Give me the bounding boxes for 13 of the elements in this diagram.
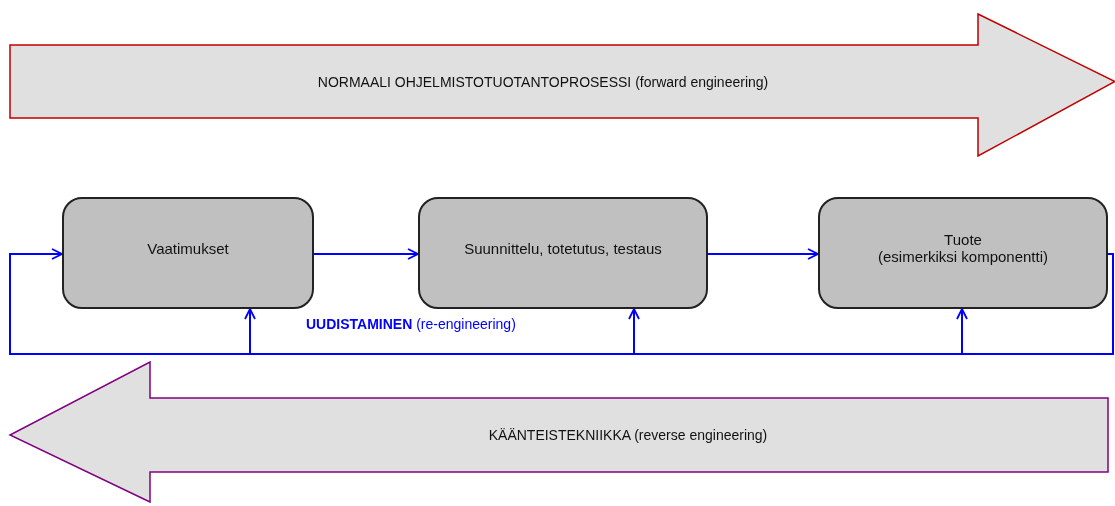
box-text: Tuote bbox=[944, 231, 982, 248]
process-box bbox=[62, 197, 314, 309]
process-box bbox=[418, 197, 708, 309]
arrow bbox=[707, 248, 819, 260]
box-text: Vaatimukset bbox=[147, 239, 229, 257]
box-text: Suunnittelu, totetutus, testaus bbox=[464, 239, 662, 257]
process-box bbox=[818, 197, 1108, 309]
arrow bbox=[313, 248, 419, 260]
arrow-label: KÄÄNTEISTEKNIIKKA (reverse engineering) bbox=[488, 427, 768, 443]
arrow-label: NORMAALI OHJELMISTOTUOTANTOPROSESSI (forward engineering) bbox=[317, 73, 769, 90]
arrow bbox=[956, 253, 1114, 355]
box-text: (esimerkiksi komponentti) bbox=[877, 248, 1048, 265]
loop-label: UUDISTAMINEN (re-engineering) bbox=[306, 316, 516, 332]
